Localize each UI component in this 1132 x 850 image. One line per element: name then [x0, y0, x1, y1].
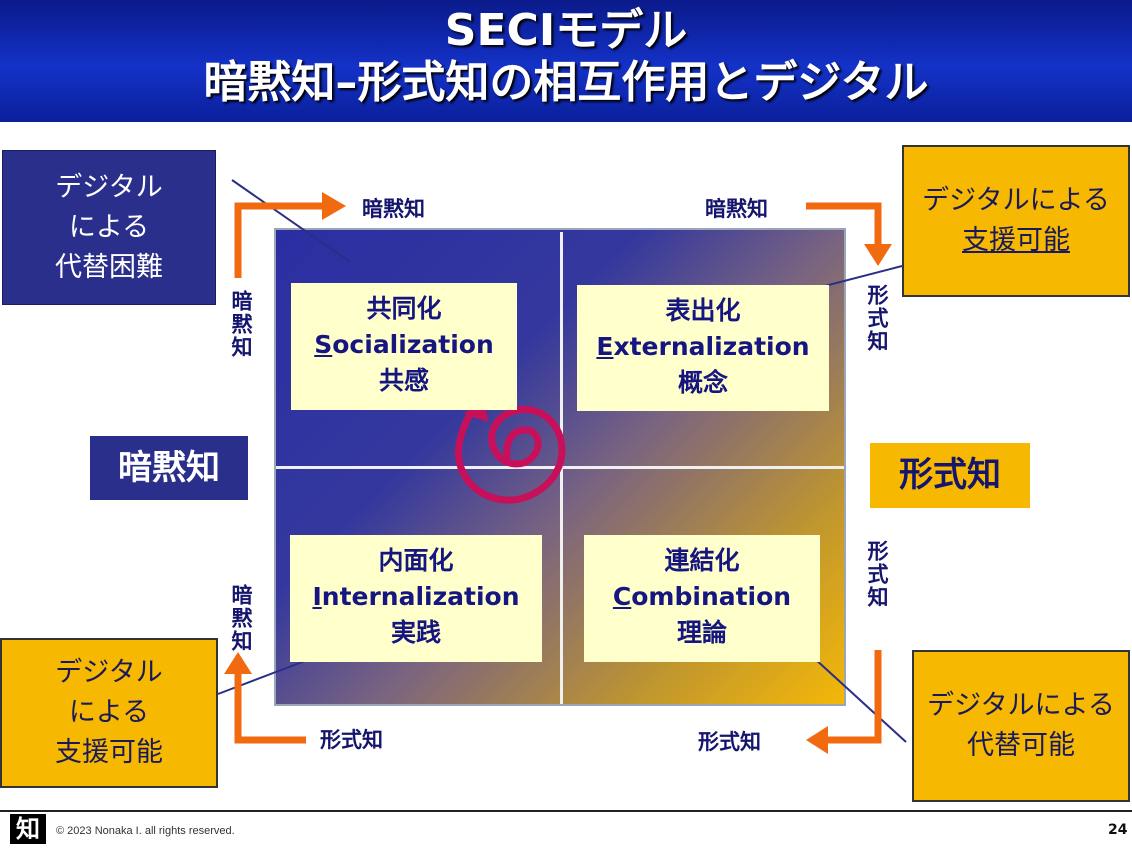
callout-line: による	[68, 211, 150, 243]
quadrant-jp-title: 連結化	[664, 546, 740, 575]
arrow-bottom-right	[826, 650, 882, 744]
quadrant-keyword: 実践	[390, 618, 441, 647]
callout-line: デジタル	[55, 657, 163, 688]
arrow-label: 暗黙知	[229, 584, 253, 653]
quadrant-externalization: 表出化 Externalization 概念	[577, 285, 829, 411]
connector-line	[813, 657, 907, 743]
callout-line: 支援可能	[55, 737, 163, 768]
quadrant-keyword: 概念	[677, 368, 728, 397]
callout-bottom-right: デジタルによる 代替可能	[912, 650, 1130, 802]
arrowhead-icon	[224, 652, 252, 674]
arrow-top-right	[806, 202, 882, 246]
callout-line: による	[68, 697, 150, 728]
slide-subtitle: 暗黙知–形式知の相互作用とデジタル	[203, 57, 929, 108]
quadrant-keyword: 理論	[676, 618, 727, 647]
callout-top-left: デジタル による 代替困難	[2, 150, 216, 305]
copyright-text: © 2023 Nonaka I. all rights reserved.	[56, 825, 235, 837]
callout-top-right: デジタルによる 支援可能	[902, 145, 1130, 297]
page-number: 24	[1108, 822, 1128, 838]
arrowhead-icon	[806, 726, 828, 754]
arrowhead-icon	[864, 244, 892, 266]
quadrant-en-title: Socialization	[314, 330, 494, 359]
arrow-label: 暗黙知	[362, 197, 425, 221]
arrow-label: 暗黙知	[705, 197, 768, 221]
quadrant-en-title: Externalization	[596, 332, 810, 361]
arrowhead-icon	[322, 192, 346, 220]
quadrant-jp-title: 内面化	[378, 546, 454, 575]
quadrant-jp-title: 表出化	[665, 296, 741, 325]
slide-title: SECIモデル	[444, 5, 688, 56]
side-label-explicit: 形式知	[870, 443, 1030, 508]
nonaka-logo: 知	[10, 814, 46, 844]
arrow-top-left	[234, 202, 324, 278]
callout-line: デジタルによる	[922, 185, 1110, 216]
arrow-bottom-left	[234, 672, 306, 744]
callout-line: デジタル	[55, 171, 163, 203]
callout-line: 代替困難	[55, 251, 163, 283]
arrow-label: 暗黙知	[229, 290, 253, 359]
quadrant-internalization: 内面化 Internalization 実践	[290, 535, 542, 662]
connector-line	[231, 179, 351, 263]
callout-line: デジタルによる	[927, 690, 1115, 721]
arrow-label: 形式知	[865, 540, 889, 609]
arrow-label: 形式知	[698, 730, 761, 754]
quadrant-en-title: Internalization	[312, 582, 520, 611]
callout-line: 支援可能	[962, 225, 1070, 256]
footer-divider	[0, 810, 1132, 812]
callout-line: 代替可能	[967, 730, 1075, 761]
arrow-label: 形式知	[320, 728, 383, 752]
quadrant-socialization: 共同化 Socialization 共感	[291, 283, 517, 410]
quadrant-combination: 連結化 Combination 理論	[584, 535, 820, 662]
callout-bottom-left: デジタル による 支援可能	[0, 638, 218, 788]
quadrant-keyword: 共感	[378, 366, 429, 395]
arrow-label: 形式知	[865, 284, 889, 353]
quadrant-jp-title: 共同化	[366, 294, 442, 323]
spiral-icon	[454, 406, 566, 504]
side-label-tacit: 暗黙知	[90, 436, 248, 500]
quadrant-en-title: Combination	[612, 582, 792, 611]
slide-header: SECIモデル 暗黙知–形式知の相互作用とデジタル	[0, 0, 1132, 122]
